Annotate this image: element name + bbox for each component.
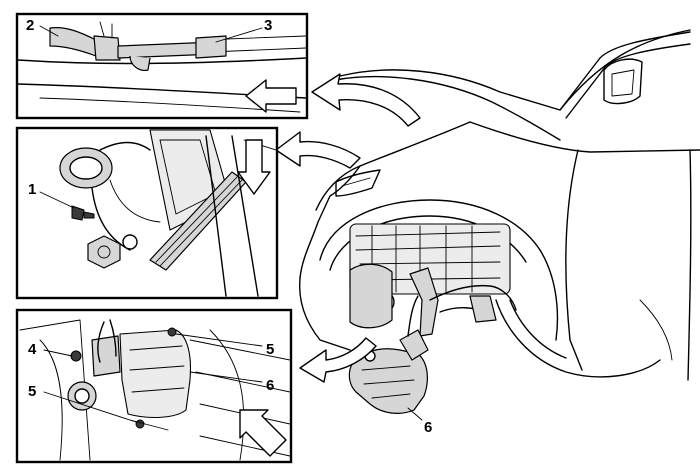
arrow-down-icon: [237, 139, 271, 195]
callout-1: 1: [28, 181, 36, 198]
arrow-up-left-icon: [239, 409, 287, 457]
callout-5-lower: 5: [28, 383, 36, 400]
washer-reservoir-removed: [348, 295, 429, 414]
arrow-car-to-top: [311, 73, 421, 127]
callout-6-panel: 6: [266, 377, 274, 394]
vehicle-front-illustration: [298, 29, 700, 414]
arrow-left-icon: [245, 79, 297, 113]
wheelhouse-components: [349, 223, 517, 337]
leader-6-main: [407, 407, 423, 421]
bottom-detail-panel: [15, 308, 293, 464]
arrow-car-to-bottom: [299, 337, 377, 383]
callout-4: 4: [28, 341, 37, 358]
arrow-car-to-middle: [275, 131, 361, 169]
callout-6-main: 6: [424, 419, 432, 436]
callout-5-upper: 5: [266, 341, 274, 358]
top-detail-panel: [15, 12, 309, 120]
callout-2: 2: [26, 17, 34, 34]
middle-detail-panel: [15, 126, 279, 300]
callout-3: 3: [264, 17, 272, 34]
